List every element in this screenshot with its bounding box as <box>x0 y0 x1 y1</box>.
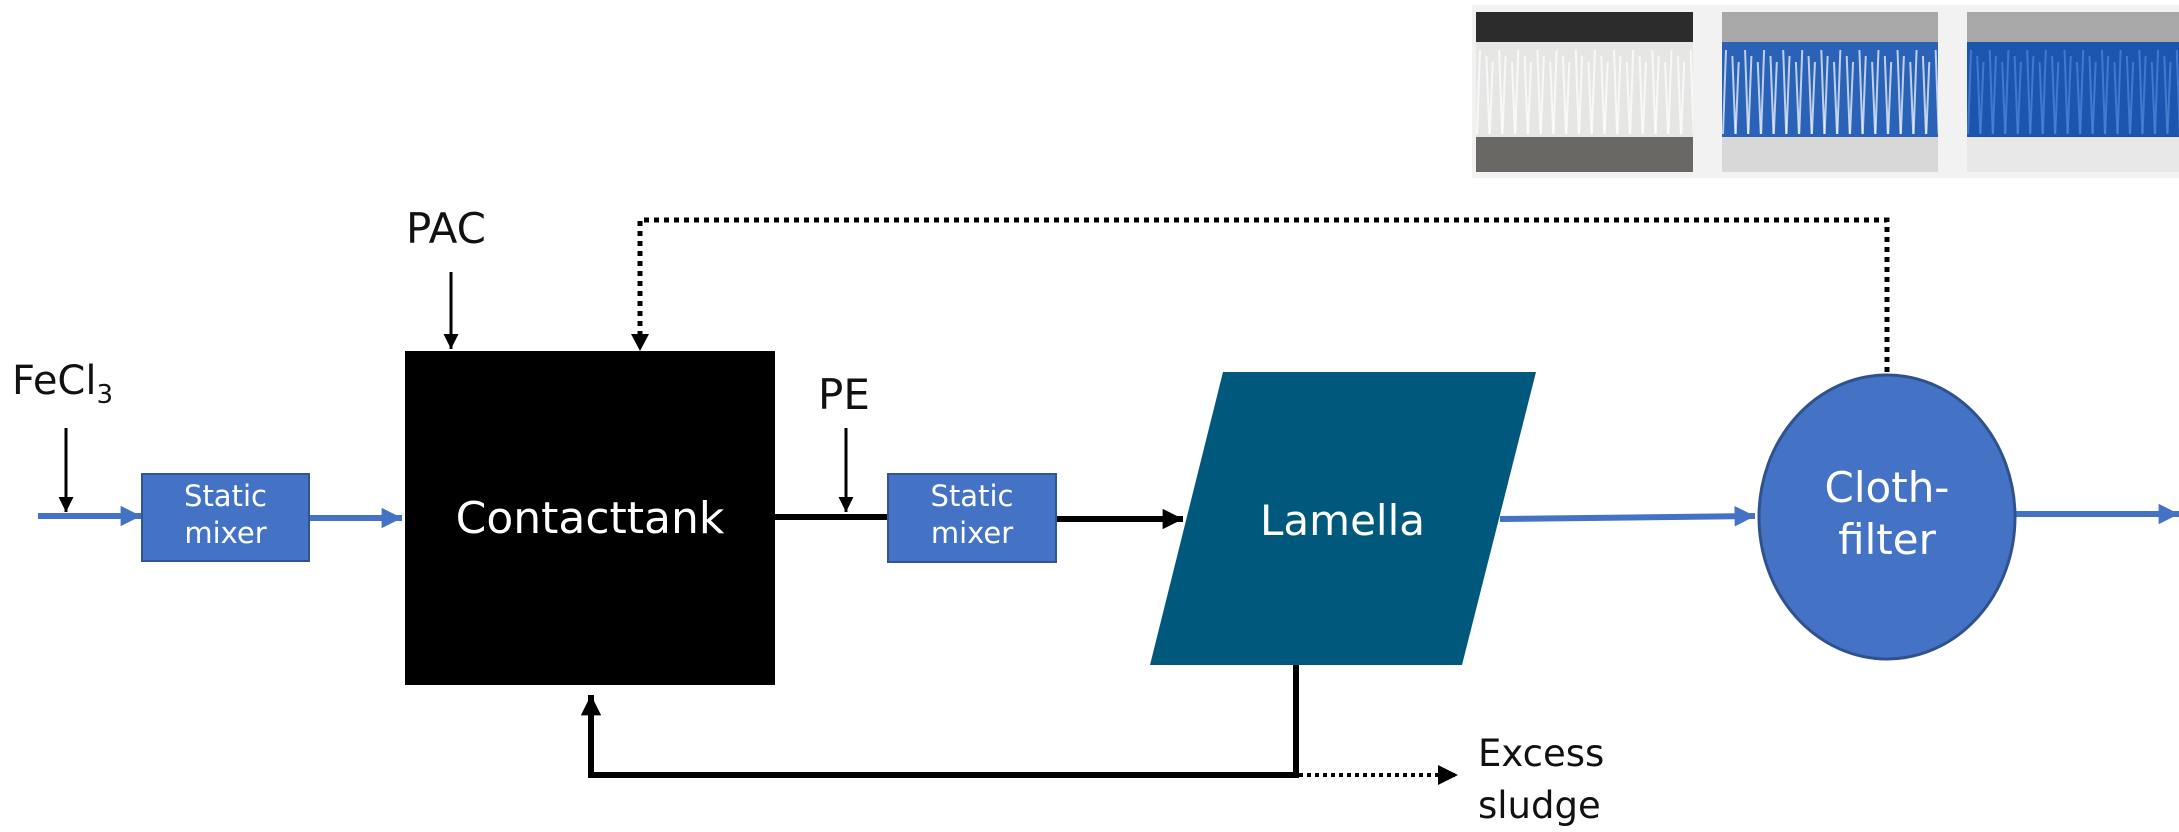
static-mixer-2-line2: mixer <box>930 516 1014 550</box>
static-mixer-1-line2: mixer <box>184 516 267 550</box>
static-mixer-2-label: Static mixer <box>888 478 1056 552</box>
lamella-label: Lamella <box>1260 496 1425 545</box>
static-mixer-1-box <box>141 473 310 562</box>
clothfilter-label: Cloth- filter <box>1759 462 2015 566</box>
contacttank-box <box>405 351 775 685</box>
lamella-shape <box>1150 372 1536 665</box>
static-mixer-2-box <box>887 473 1057 563</box>
lamella-to-clothfilter-arrow <box>1499 506 1756 527</box>
clothfilter-line1: Cloth- <box>1824 463 1950 512</box>
excess-sludge-line2: sludge <box>1478 784 1601 827</box>
static-mixer-1-label: Static mixer <box>142 478 309 552</box>
excess-sludge-label: Excess sludge <box>1478 728 1604 832</box>
fecl3-subscript: 3 <box>96 380 114 410</box>
backwash-arrowhead <box>631 334 649 351</box>
excess-sludge-line1: Excess <box>1478 732 1605 775</box>
blue-white-cloth-photo <box>1722 12 1938 172</box>
blue-cloth-photo <box>1967 12 2179 172</box>
white-cloth-photo <box>1476 12 1693 172</box>
pac-label: PAC <box>406 204 486 253</box>
pe-label: PE <box>818 370 870 419</box>
sludge-return-line <box>580 665 1299 778</box>
fecl3-label: FeCl3 <box>12 358 113 410</box>
contacttank-label: Contacttank <box>455 493 725 544</box>
clothfilter-circle <box>1757 373 2017 661</box>
backwash-return-line <box>637 217 1890 372</box>
cloth-photos <box>1472 5 2179 178</box>
clothfilter-line2: filter <box>1838 515 1936 564</box>
static-mixer-1-line1: Static <box>184 479 267 513</box>
static-mixer-2-line1: Static <box>930 479 1014 513</box>
fecl3-main-text: FeCl <box>12 358 97 404</box>
